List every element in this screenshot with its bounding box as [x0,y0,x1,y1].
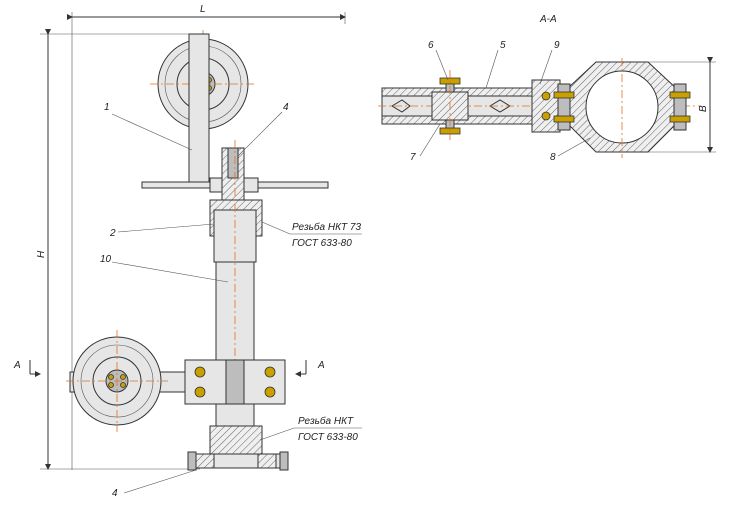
svg-text:9: 9 [554,40,560,51]
svg-text:Резьба НКТ: Резьба НКТ [298,415,354,427]
svg-text:Резьба НКТ 73: Резьба НКТ 73 [292,221,361,233]
callout-4-bottom: 4 [112,469,197,499]
svg-text:1: 1 [104,102,110,113]
callout-6: 6 [428,40,449,81]
dimension-l-label: L [200,4,206,15]
lower-flange [187,403,289,471]
section-view: A-A [378,14,716,163]
svg-text:4: 4 [283,102,289,113]
svg-text:ГОСТ 633-80: ГОСТ 633-80 [292,238,352,249]
svg-text:7: 7 [410,152,416,163]
section-title: A-A [539,14,557,25]
callout-4-top: 4 [237,102,289,157]
dimension-b: B [648,57,716,153]
section-marker-left-label: A [13,360,21,371]
callout-1: 1 [104,102,193,151]
dimension-h-label: H [36,250,47,258]
dimension-h: H [36,29,200,470]
svg-text:6: 6 [428,40,434,51]
section-marker-right: A [295,360,325,377]
main-pipe [213,140,257,470]
svg-text:2: 2 [109,228,116,239]
dimension-b-label: B [698,105,709,112]
section-marker-right-label: A [317,360,325,371]
lug-9 [531,79,561,133]
section-marker-left: A [13,360,41,377]
dimension-l: L [67,4,346,470]
thread-note-bottom: Резьба НКТ ГОСТ 633-80 [259,415,362,443]
callout-8: 8 [550,137,591,163]
svg-text:8: 8 [550,152,556,163]
clamp-ring [553,58,691,158]
main-view: L H [13,4,362,499]
svg-text:4: 4 [112,488,118,499]
callout-7: 7 [410,123,441,163]
svg-text:ГОСТ 633-80: ГОСТ 633-80 [298,432,358,443]
bolt-6 [431,70,469,140]
thread-note-top: Резьба НКТ 73 ГОСТ 633-80 [261,221,362,249]
bottom-roller [66,330,168,432]
arm-part-1 [188,33,210,183]
callout-9: 9 [539,40,560,85]
svg-text:10: 10 [100,254,112,265]
callout-5: 5 [485,40,506,89]
callout-2: 2 [109,223,215,239]
callout-10: 10 [100,254,229,283]
svg-text:5: 5 [500,40,506,51]
